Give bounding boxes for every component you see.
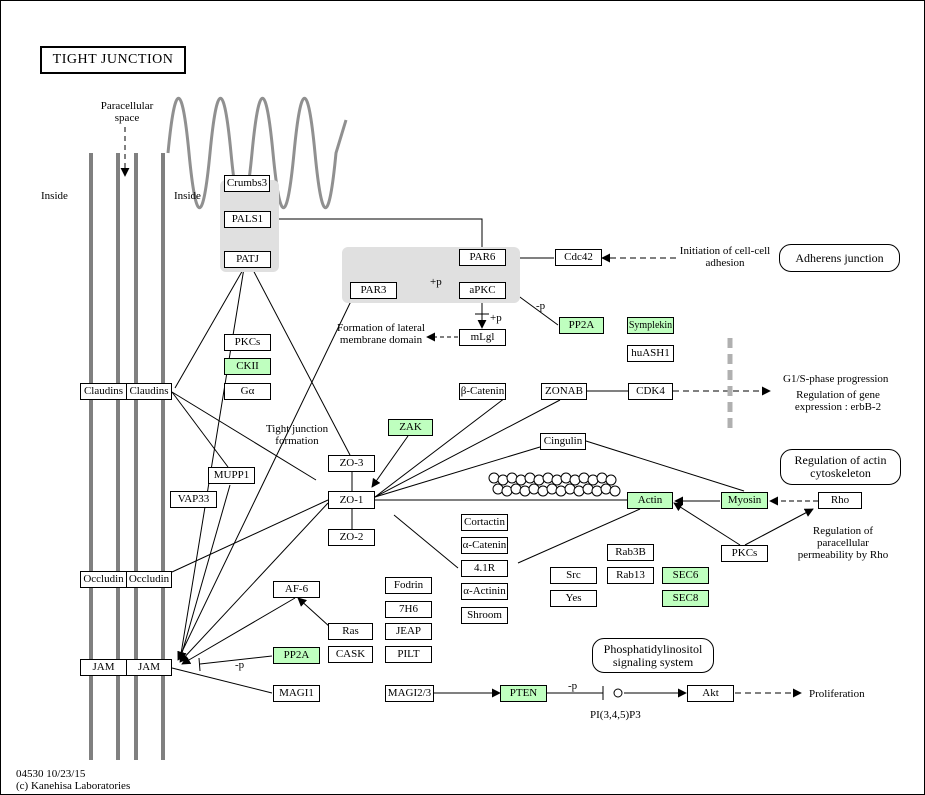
label-initiation-adhesion: Initiation of cell-cell adhesion — [679, 245, 771, 269]
gene-cdk4[interactable]: CDK4 — [628, 383, 673, 400]
gene-occludin-right[interactable]: Occludin — [126, 571, 172, 588]
gene-mlgl[interactable]: mLgl — [459, 329, 506, 346]
footer-copyright: (c) Kanehisa Laboratories — [16, 780, 131, 792]
gene-magi23[interactable]: MAGI2/3 — [385, 685, 434, 702]
gene-a-catenin[interactable]: α-Catenin — [461, 537, 508, 554]
gene-jam-left[interactable]: JAM — [80, 659, 127, 676]
label-plus-p-mlgl: +p — [490, 312, 502, 324]
pathway-actin-cytoskeleton[interactable]: Regulation of actin cytoskeleton — [780, 449, 901, 485]
label-regulation-permeability: Regulation of paracellular permeability … — [797, 525, 889, 561]
gene-par6[interactable]: PAR6 — [459, 249, 506, 266]
label-minus-p-pp2a-bottom: -p — [235, 659, 245, 671]
gene-41r[interactable]: 4.1R — [461, 560, 508, 577]
label-proliferation: Proliferation — [809, 688, 865, 700]
gene-cdc42[interactable]: Cdc42 — [555, 249, 602, 266]
gene-cortactin[interactable]: Cortactin — [461, 514, 508, 531]
gene-magi1[interactable]: MAGI1 — [273, 685, 320, 702]
gene-pkcs-right[interactable]: PKCs — [721, 545, 768, 562]
gene-pkcs-left[interactable]: PKCs — [224, 334, 271, 351]
gene-ras[interactable]: Ras — [328, 623, 373, 640]
gene-mupp1[interactable]: MUPP1 — [208, 467, 255, 484]
gene-fodrin[interactable]: Fodrin — [385, 577, 432, 594]
gene-7h6[interactable]: 7H6 — [385, 601, 432, 618]
gene-claudins-right[interactable]: Claudins — [126, 383, 172, 400]
gene-yes[interactable]: Yes — [550, 590, 597, 607]
gene-myosin[interactable]: Myosin — [721, 492, 768, 509]
gene-par3[interactable]: PAR3 — [350, 282, 397, 299]
gene-claudins-left[interactable]: Claudins — [80, 383, 127, 400]
label-inside-left: Inside — [41, 190, 68, 202]
gene-jam-right[interactable]: JAM — [126, 659, 172, 676]
label-regulation-gene: Regulation of gene expression : erbB-2 — [794, 389, 882, 413]
membrane-bars — [89, 153, 165, 760]
gene-zo1[interactable]: ZO-1 — [328, 491, 375, 509]
gene-pp2a-top[interactable]: PP2A — [559, 317, 604, 334]
label-g1s-progression: G1/S-phase progression — [783, 373, 889, 385]
gene-zak[interactable]: ZAK — [388, 419, 433, 436]
label-minus-p-pten: -p — [568, 680, 578, 692]
gene-vap33[interactable]: VAP33 — [170, 491, 217, 508]
gene-pals1[interactable]: PALS1 — [224, 211, 271, 228]
gene-jeap[interactable]: JEAP — [385, 623, 432, 640]
gene-af6[interactable]: AF-6 — [273, 581, 320, 598]
gene-rab13[interactable]: Rab13 — [607, 567, 654, 584]
pathway-adherens-junction[interactable]: Adherens junction — [779, 244, 900, 272]
gene-zo3[interactable]: ZO-3 — [328, 455, 375, 472]
gene-cingulin[interactable]: Cingulin — [540, 433, 586, 450]
gene-a-actinin[interactable]: α-Actinin — [461, 583, 508, 600]
gene-patj[interactable]: PATJ — [224, 251, 271, 268]
gene-galpha[interactable]: Gα — [224, 383, 271, 400]
gene-occludin-left[interactable]: Occludin — [80, 571, 127, 588]
gene-symplekin[interactable]: Symplekin — [627, 317, 674, 334]
gene-actin[interactable]: Actin — [627, 492, 673, 509]
gene-pten[interactable]: PTEN — [500, 685, 547, 702]
label-pip3: PI(3,4,5)P3 — [590, 709, 641, 721]
gene-sec6[interactable]: SEC6 — [662, 567, 709, 584]
label-paracellular-space: Paracellular space — [100, 100, 154, 124]
gene-b-catenin[interactable]: β-Catenin — [459, 383, 506, 400]
gene-sec8[interactable]: SEC8 — [662, 590, 709, 607]
gene-crumbs3[interactable]: Crumbs3 — [224, 175, 270, 192]
gene-apkc[interactable]: aPKC — [459, 282, 506, 299]
gene-pilt[interactable]: PILT — [385, 646, 432, 663]
extracellular-wave — [166, 97, 348, 209]
footer: 04530 10/23/15 (c) Kanehisa Laboratories — [16, 768, 130, 792]
label-tj-formation: Tight junction formation — [265, 423, 329, 447]
gene-src[interactable]: Src — [550, 567, 597, 584]
label-inside-right: Inside — [174, 190, 201, 202]
label-minus-p-pp2a: -p — [536, 300, 546, 312]
gene-rab3b[interactable]: Rab3B — [607, 544, 654, 561]
gene-akt[interactable]: Akt — [687, 685, 734, 702]
actin-filament-icon — [488, 472, 621, 497]
map-title: TIGHT JUNCTION — [40, 46, 186, 74]
gene-shroom[interactable]: Shroom — [461, 607, 508, 624]
gene-rho[interactable]: Rho — [818, 492, 862, 509]
gene-zonab[interactable]: ZONAB — [541, 383, 587, 400]
label-plus-p-apkc: +p — [430, 276, 442, 288]
pathway-pi-signaling[interactable]: Phosphatidylinositol signaling system — [592, 638, 714, 673]
pip3-compound-icon — [613, 688, 623, 698]
label-formation-membrane: Formation of lateral membrane domain — [337, 322, 425, 346]
gene-cask[interactable]: CASK — [328, 646, 373, 663]
gene-huash1[interactable]: huASH1 — [627, 345, 674, 362]
gene-pp2a-bottom[interactable]: PP2A — [273, 647, 320, 664]
gene-ckii[interactable]: CKII — [224, 358, 271, 375]
gene-zo2[interactable]: ZO-2 — [328, 529, 375, 546]
footer-map-id: 04530 10/23/15 — [16, 768, 86, 780]
